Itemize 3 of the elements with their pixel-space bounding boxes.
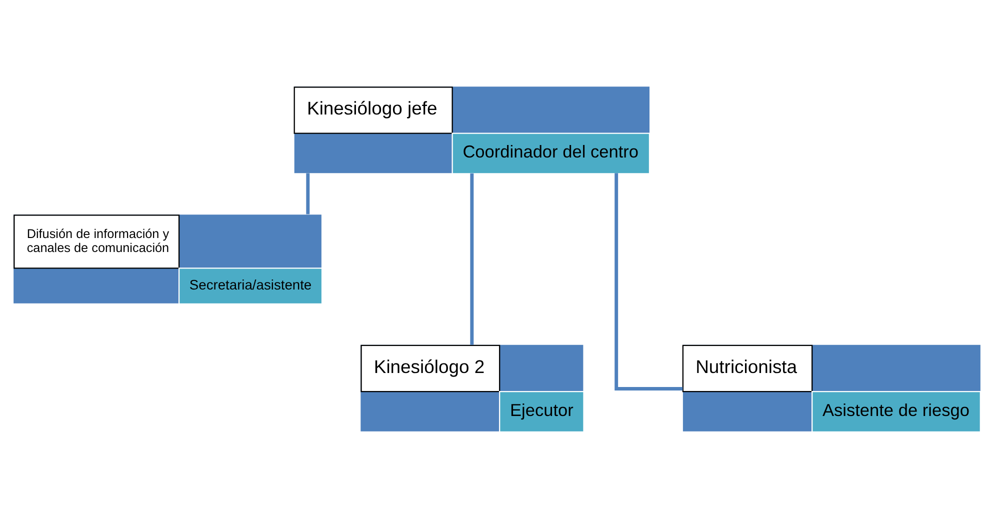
connector: [306, 173, 310, 214]
connector: [470, 173, 474, 345]
connector: [614, 173, 683, 390]
